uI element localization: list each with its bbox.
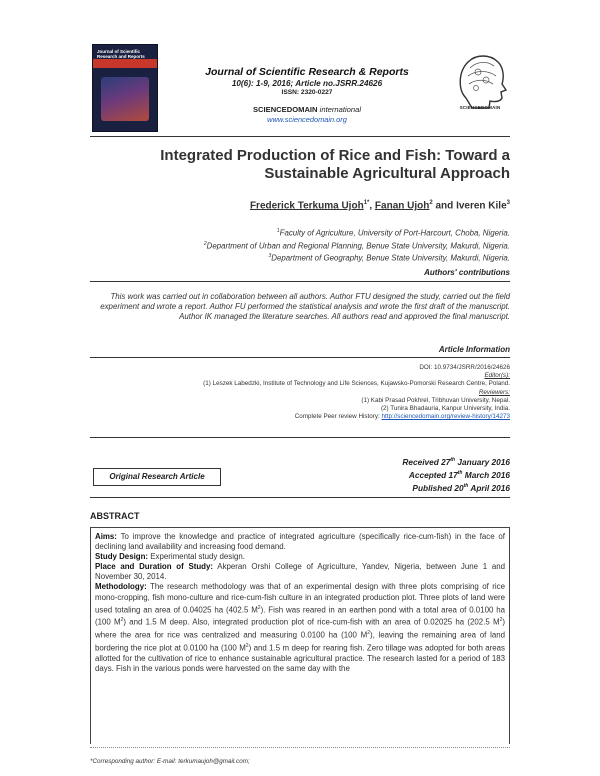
cover-band	[93, 59, 157, 68]
publication-dates: Received 27th January 2016 Accepted 17th…	[310, 455, 510, 493]
author-name: Iveren Kile	[456, 200, 507, 212]
article-info-heading: Article Information	[438, 345, 510, 354]
abstract-text: Experimental study design.	[148, 552, 245, 562]
abstract-text: To improve the knowledge and practice of…	[95, 532, 505, 552]
cover-artwork	[101, 77, 149, 121]
reviewer-entry: (2) Tunira Bhadauria, Kanpur University,…	[380, 405, 510, 413]
header-divider	[90, 136, 510, 137]
review-history: Complete Peer review History: http://sci…	[90, 413, 510, 421]
journal-header: Journal of Scientific Research & Reports…	[176, 66, 438, 124]
affiliation-text: Department of Urban and Regional Plannin…	[206, 241, 510, 251]
affiliation-text: Faculty of Agriculture, University of Po…	[279, 228, 510, 238]
abstract-text: The research methodology was that of an …	[95, 582, 505, 615]
contributions-heading: Authors' contributions	[424, 268, 510, 277]
author-separator: and	[432, 200, 457, 212]
date-text: March 2016	[462, 469, 510, 480]
abstract-aims: Aims: To improve the knowledge and pract…	[95, 532, 505, 552]
author-list: Frederick Terkuma Ujoh1*, Fanan Ujoh2 an…	[90, 200, 510, 211]
abstract-label: Place and Duration of Study:	[95, 562, 214, 572]
received-date: Received 27th January 2016	[310, 455, 510, 468]
review-history-link[interactable]: http://sciencedomain.org/review-history/…	[381, 413, 510, 421]
affiliation-item: 3Department of Geography, Benue State Un…	[90, 251, 510, 264]
reviewer-entry: (1) Kabi Prasad Pokhrel, Tribhuvan Unive…	[361, 396, 510, 404]
journal-issn: ISSN: 2320-0227	[281, 89, 333, 96]
abstract-text: Akperan Orshi College of Agriculture, Ya…	[95, 562, 505, 582]
author-sup: 2	[429, 200, 433, 206]
abstract-label: Study Design:	[95, 552, 149, 562]
abstract-text: ), leaving the remaining area of land bo…	[95, 630, 505, 653]
affiliation-sup: 3	[268, 253, 272, 260]
affiliation-item: 2Department of Urban and Regional Planni…	[90, 239, 510, 252]
author-sup: 1*	[363, 200, 370, 206]
affiliation-sup: 1	[276, 228, 280, 234]
abstract-methodology: Methodology: The research methodology wa…	[95, 582, 505, 673]
review-history-label: Complete Peer review History:	[294, 413, 382, 421]
editors-label: Editor(s):	[484, 372, 510, 380]
contributions-text: This work was carried out in collaborati…	[100, 292, 510, 321]
paper-title-line-2: Sustainable Agricultural Approach	[264, 165, 510, 182]
article-info: DOI: 10.9734/JSRR/2016/24626 Editor(s): …	[90, 364, 510, 421]
affiliation-item: 1Faculty of Agriculture, University of P…	[90, 226, 510, 239]
date-text: April 2016	[468, 482, 510, 493]
date-text: Accepted 17	[408, 469, 458, 480]
journal-name: Journal of Scientific Research & Reports	[205, 66, 409, 78]
abstract-text: ) where the area for rice was centralize…	[95, 618, 506, 640]
reviewers-label: Reviewers:	[478, 388, 510, 396]
publisher-name: SCIENCEDOMAIN international	[176, 105, 438, 114]
abstract-text: ) and 1.5 M deep. Also, integrated produ…	[123, 618, 500, 627]
abstract-heading: ABSTRACT	[90, 511, 140, 521]
paper-title: Integrated Production of Rice and Fish: …	[90, 147, 510, 183]
abstract-text: ) and 1.5 m deep for rearing fish. Zero …	[95, 643, 505, 673]
superscript: 2	[367, 630, 370, 637]
author-separator: ,	[369, 200, 375, 212]
affiliation-text: Department of Geography, Benue State Uni…	[271, 253, 510, 263]
superscript: 2	[499, 617, 503, 624]
abstract-box: Aims: To improve the knowledge and pract…	[90, 527, 510, 744]
corresponding-author-footnote: *Corresponding author: E-mail: terkumauj…	[90, 758, 250, 765]
date-text: Published 20	[412, 482, 464, 493]
abstract-text: ). Fish was reared in an earthen pond wi…	[95, 605, 505, 627]
abstract-label: Aims:	[95, 532, 117, 541]
contributions-divider	[90, 281, 510, 282]
publisher-logo-icon	[459, 55, 508, 109]
author-name: Frederick Terkuma Ujoh	[249, 200, 364, 212]
abstract-design: Study Design: Experimental study design.	[95, 552, 505, 562]
date-sup: th	[457, 469, 463, 476]
date-text: January 2016	[455, 456, 510, 467]
editor-entry: (1) Leszek Labedzki, Institute of Techno…	[203, 380, 510, 388]
date-sup: th	[450, 457, 456, 463]
abstract-place: Place and Duration of Study: Akperan Ors…	[95, 562, 505, 582]
dates-divider	[90, 497, 510, 498]
superscript: 2	[245, 642, 249, 649]
author-sup: 3	[506, 200, 510, 206]
journal-cover-image: Journal of Scientific Research and Repor…	[92, 44, 158, 132]
superscript: 2	[257, 604, 261, 611]
abstract-label: Methodology:	[95, 582, 147, 592]
footnote-divider	[90, 747, 510, 748]
paper-title-line-1: Integrated Production of Rice and Fish: …	[160, 147, 510, 164]
affiliation-sup: 2	[203, 240, 207, 247]
doi: DOI: 10.9734/JSRR/2016/24626	[419, 364, 510, 371]
info-bottom-divider	[90, 437, 510, 438]
logo-caption: SCIENCEDOMAIN	[459, 105, 501, 110]
author-name: Fanan Ujoh	[374, 200, 430, 212]
journal-volume: 10(6): 1-9, 2016; Article no.JSRR.24626	[231, 79, 383, 88]
affiliations: 1Faculty of Agriculture, University of P…	[90, 226, 510, 264]
cover-title: Journal of Scientific Research and Repor…	[97, 49, 145, 59]
published-date: Published 20th April 2016	[310, 481, 510, 494]
publisher-suffix: international	[319, 105, 362, 114]
publisher-url-link[interactable]: www.sciencedomain.org	[267, 115, 347, 124]
date-sup: th	[463, 482, 469, 489]
article-info-divider	[90, 357, 510, 358]
accepted-date: Accepted 17th March 2016	[310, 468, 510, 481]
date-text: Received 27	[402, 456, 451, 467]
superscript: 2	[120, 617, 124, 624]
publisher-main: SCIENCEDOMAIN	[252, 105, 318, 114]
article-type-badge: Original Research Article	[93, 468, 221, 486]
